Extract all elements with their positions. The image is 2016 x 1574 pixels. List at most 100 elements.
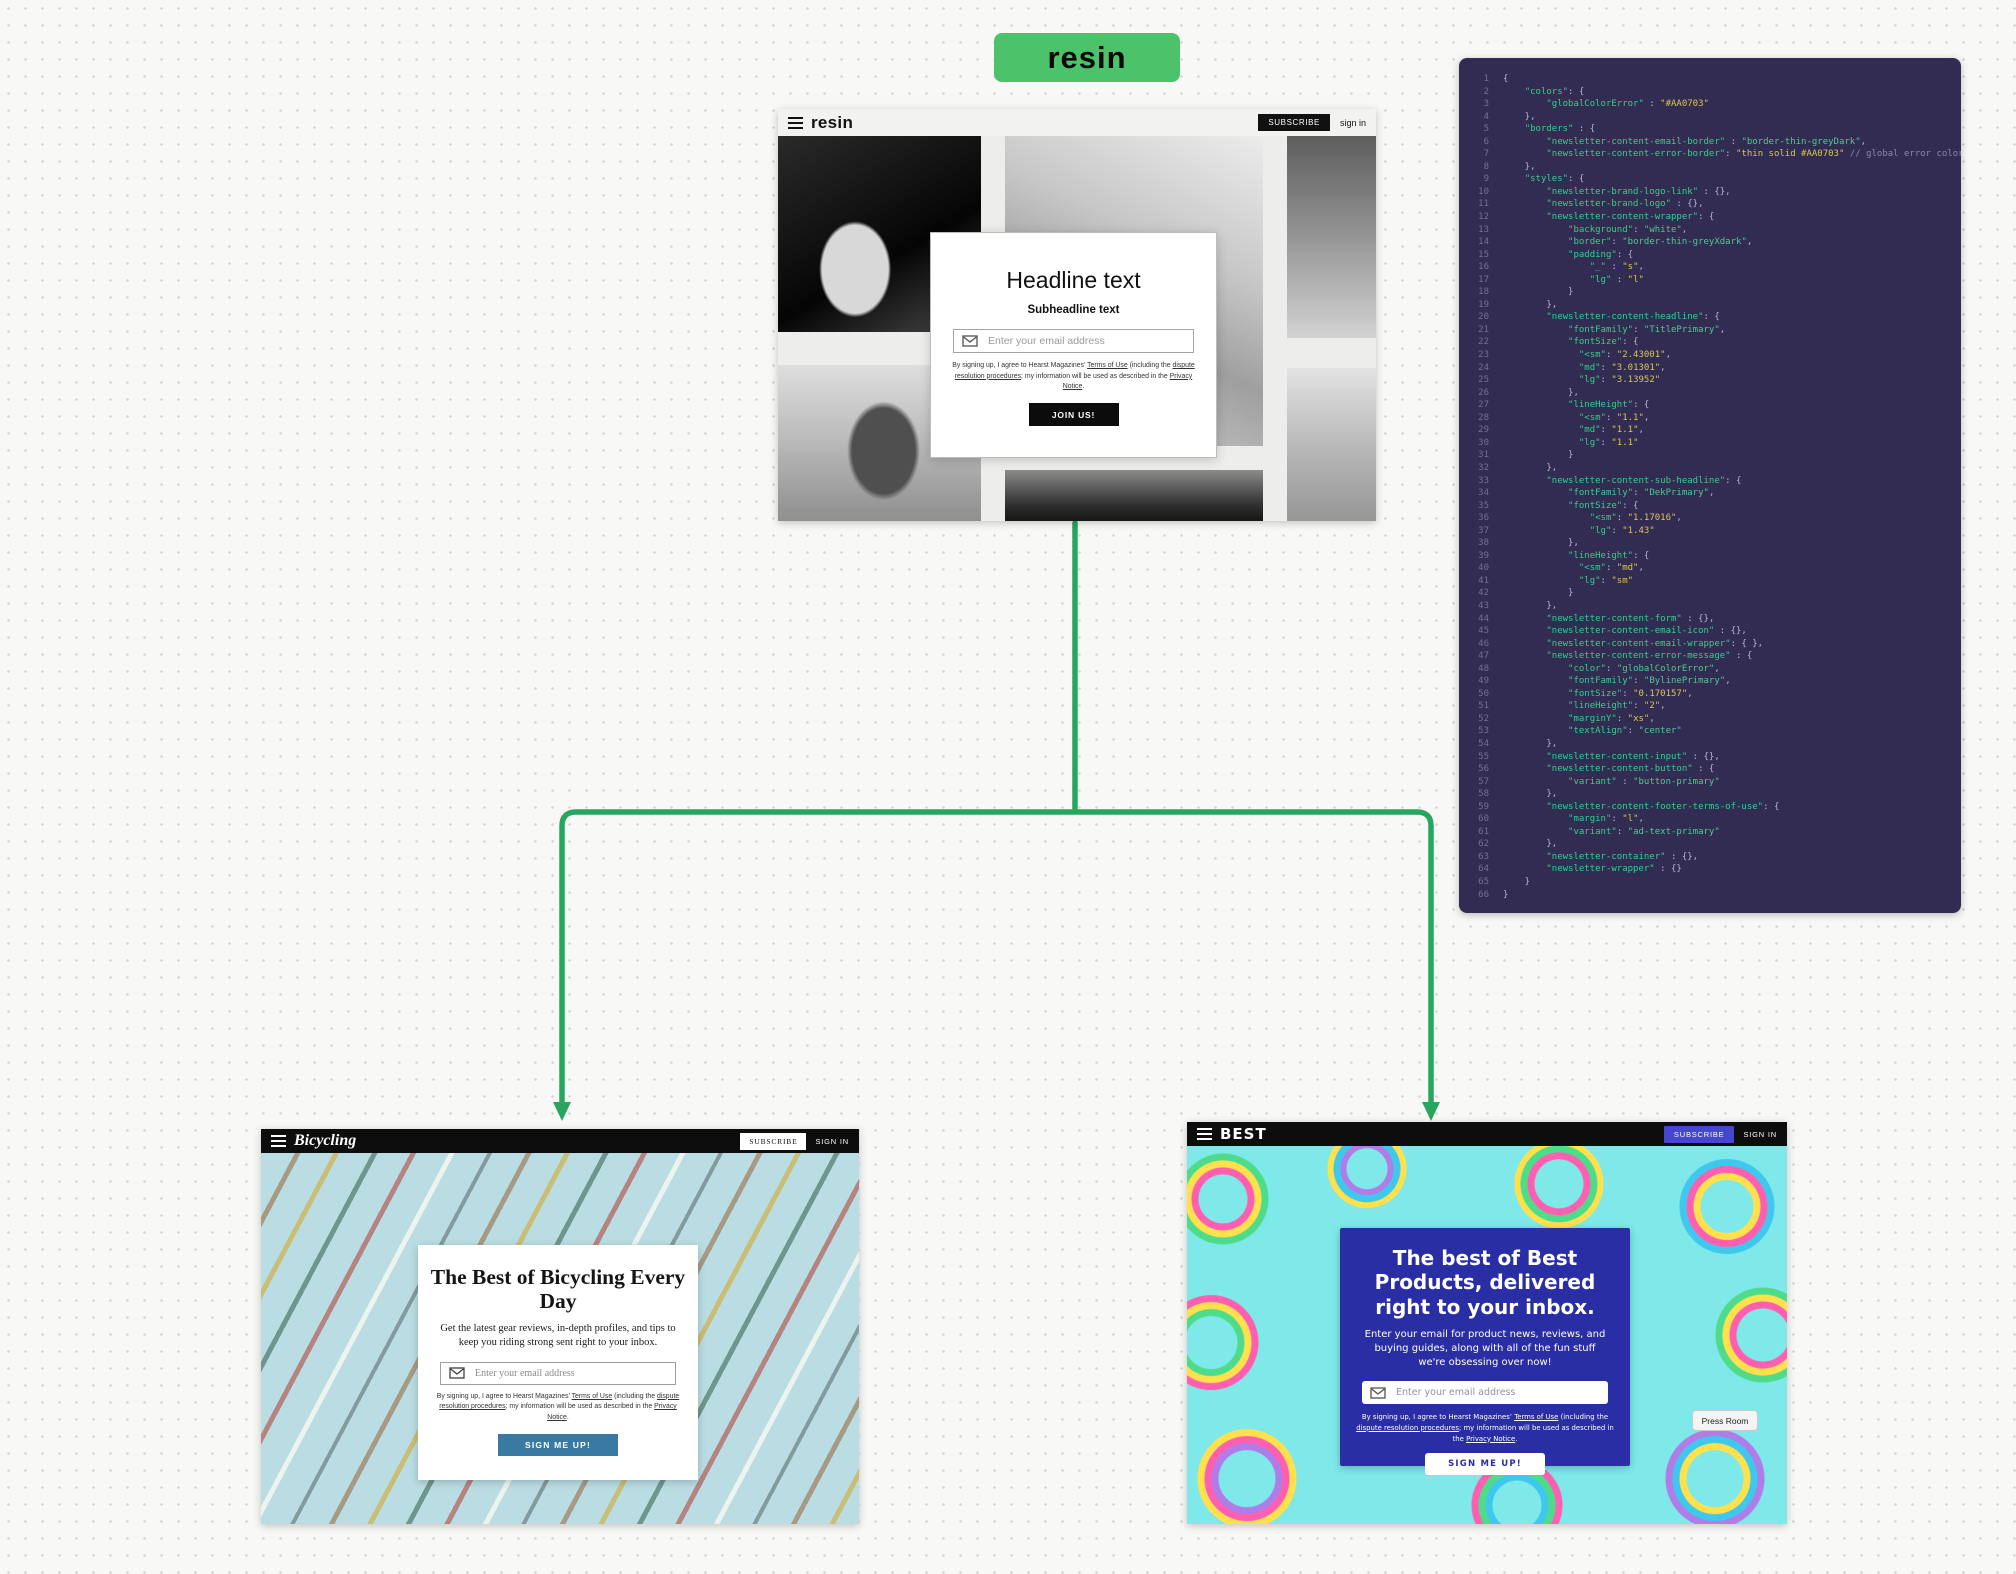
newsletter-subheadline: Get the latest gear reviews, in-depth pr…	[440, 1323, 676, 1349]
legal-link[interactable]: Terms of Use	[571, 1392, 613, 1400]
newsletter-headline: The best of Best Products, delivered rig…	[1374, 1246, 1596, 1319]
code-line: 58 },	[1478, 789, 1558, 800]
best-products-newsletter-mockup: BEST SUBSCRIBE SIGN IN The best of Best …	[1187, 1122, 1787, 1524]
email-input-wrapper	[440, 1361, 676, 1385]
legal-link[interactable]: Terms of Use	[1514, 1413, 1559, 1422]
menu-icon[interactable]	[1197, 1128, 1212, 1140]
code-line: 59 "newsletter-content-footer-terms-of-u…	[1478, 801, 1780, 812]
email-input-wrapper	[953, 329, 1194, 353]
sign-me-up-button[interactable]: SIGN ME UP!	[498, 1433, 618, 1456]
menu-icon[interactable]	[271, 1135, 286, 1147]
photo-short-hair-woman	[1287, 368, 1376, 521]
code-line: 44 "newsletter-content-form" : {},	[1478, 613, 1715, 624]
legal-text: By signing up, I agree to Hearst Magazin…	[1356, 1413, 1614, 1443]
email-icon	[1370, 1387, 1386, 1399]
email-input[interactable]	[1394, 1386, 1600, 1400]
code-line: 50 "fontSize": "0.170157",	[1478, 688, 1693, 699]
code-line: 27 "lineHeight": {	[1478, 400, 1650, 411]
code-line: 28 "<sm": "1.1",	[1478, 412, 1650, 423]
resin-newsletter-mockup: resin SUBSCRIBE sign in Headline text Su…	[778, 109, 1376, 521]
code-line: 23 "<sm": "2.43001",	[1478, 350, 1671, 361]
legal-link[interactable]: Privacy Notice	[1466, 1434, 1516, 1443]
code-line: 13 "background": "white",	[1478, 224, 1688, 235]
code-line: 52 "marginY": "xs",	[1478, 713, 1655, 724]
code-line: 40 "<sm": "md",	[1478, 563, 1644, 574]
subscribe-button[interactable]: SUBSCRIBE	[1663, 1125, 1735, 1143]
code-line: 3 "globalColorError" : "#AA0703"	[1483, 99, 1709, 110]
code-line: 16 "_" : "s",	[1478, 262, 1644, 273]
newsletter-headline: The Best of Bicycling Every Day	[430, 1265, 686, 1314]
email-input-wrapper	[1362, 1381, 1608, 1405]
code-line: 34 "fontFamily": "DekPrimary",	[1478, 488, 1715, 499]
best-logo[interactable]: BEST	[1220, 1125, 1267, 1143]
legal-link[interactable]: dispute resolution procedures	[1356, 1423, 1459, 1432]
code-line: 53 "textAlign": "center"	[1478, 726, 1682, 737]
menu-icon[interactable]	[788, 116, 803, 129]
theme-config-code-panel: 1{2 "colors": {3 "globalColorError" : "#…	[1459, 58, 1961, 913]
code-line: 5 "borders" : {	[1483, 124, 1596, 135]
legal-text: By signing up, I agree to Hearst Magazin…	[436, 1392, 680, 1421]
legal-link[interactable]: Terms of Use	[1087, 362, 1128, 369]
code-line: 32 },	[1478, 462, 1558, 473]
code-line: 63 "newsletter-container" : {},	[1478, 851, 1699, 862]
sign-in-link[interactable]: SIGN IN	[815, 1136, 849, 1146]
email-icon	[449, 1367, 465, 1379]
email-input[interactable]	[473, 1366, 667, 1380]
resin-logo[interactable]: resin	[811, 112, 854, 132]
code-line: 24 "md": "3.01301",	[1478, 362, 1666, 373]
code-line: 22 "fontSize": {	[1478, 337, 1639, 348]
code-line: 54 },	[1478, 738, 1558, 749]
code-line: 7 "newsletter-content-error-border": "th…	[1483, 149, 1961, 160]
code-line: 26 },	[1478, 387, 1579, 398]
sign-in-link[interactable]: SIGN IN	[1743, 1129, 1777, 1139]
legal-link[interactable]: dispute resolution procedures	[954, 362, 1195, 380]
subscribe-button[interactable]: SUBSCRIBE	[740, 1132, 807, 1150]
code-line: 10 "newsletter-brand-logo-link" : {},	[1478, 186, 1731, 197]
code-line: 60 "margin": "l",	[1478, 814, 1644, 825]
photo-caped-figure	[1005, 470, 1263, 521]
code-line: 51 "lineHeight": "2",	[1478, 701, 1666, 712]
sign-me-up-button[interactable]: SIGN ME UP!	[1425, 1453, 1545, 1476]
photo-portrait-woman	[1287, 136, 1376, 338]
press-room-button[interactable]: Press Room	[1692, 1410, 1758, 1431]
bicycling-navbar: Bicycling SUBSCRIBE SIGN IN	[261, 1129, 859, 1153]
code-line: 31 }	[1478, 450, 1574, 461]
code-line: 21 "fontFamily": "TitlePrimary",	[1478, 324, 1726, 335]
legal-link[interactable]: Privacy Notice	[1062, 372, 1193, 391]
sign-in-link[interactable]: sign in	[1339, 117, 1366, 128]
code-line: 6 "newsletter-content-email-border" : "b…	[1483, 136, 1867, 147]
resin-navbar: resin SUBSCRIBE sign in	[778, 109, 1376, 136]
code-line: 66}	[1478, 889, 1509, 900]
code-line: 8 },	[1483, 161, 1536, 172]
code-line: 14 "border": "border-thin-greyXdark",	[1478, 237, 1753, 248]
bicycling-newsletter-mockup: Bicycling SUBSCRIBE SIGN IN The Best of …	[261, 1129, 859, 1524]
bicycling-logo[interactable]: Bicycling	[294, 1132, 357, 1149]
code-line: 25 "lg": "3.13952"	[1478, 375, 1661, 386]
legal-link[interactable]: Privacy Notice	[547, 1403, 677, 1421]
code-line: 48 "color": "globalColorError",	[1478, 663, 1720, 674]
resin-brand-badge: resin	[994, 33, 1180, 82]
code-line: 62 },	[1478, 839, 1558, 850]
code-line: 46 "newsletter-content-email-wrapper": {…	[1478, 638, 1764, 649]
newsletter-subheadline: Enter your email for product news, revie…	[1364, 1329, 1606, 1369]
code-line: 17 "lg" : "l"	[1478, 274, 1644, 285]
code-line: 42 }	[1478, 588, 1574, 599]
newsletter-headline: Headline text	[1006, 267, 1141, 293]
code-line: 64 "newsletter-wrapper" : {}	[1478, 864, 1682, 875]
code-line: 36 "<sm": "1.17016",	[1478, 513, 1682, 524]
best-navbar: BEST SUBSCRIBE SIGN IN	[1187, 1122, 1787, 1146]
code-line: 9 "styles": {	[1483, 174, 1585, 185]
newsletter-subheadline: Subheadline text	[1027, 304, 1120, 316]
code-line: 30 "lg": "1.1"	[1478, 437, 1639, 448]
code-line: 56 "newsletter-content-button" : {	[1478, 764, 1715, 775]
code-line: 49 "fontFamily": "BylinePrimary",	[1478, 676, 1731, 687]
join-us-button[interactable]: JOIN US!	[1028, 403, 1119, 427]
code-line: 15 "padding": {	[1478, 249, 1634, 260]
newsletter-card: Headline text Subheadline text By signin…	[930, 232, 1217, 458]
email-input[interactable]	[986, 334, 1185, 348]
code-line: 39 "lineHeight": {	[1478, 550, 1650, 561]
code-line: 37 "lg": "1.43"	[1478, 525, 1655, 536]
subscribe-button[interactable]: SUBSCRIBE	[1258, 114, 1330, 131]
legal-link[interactable]: dispute resolution procedures	[439, 1392, 680, 1411]
code-line: 65 }	[1478, 877, 1531, 887]
